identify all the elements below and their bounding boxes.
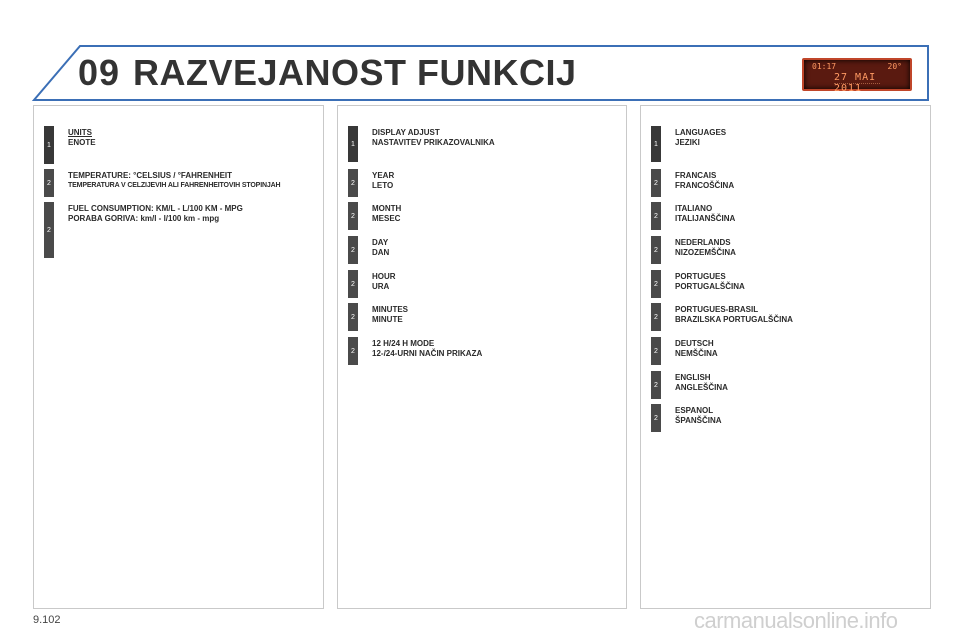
entry-line-1: PORTUGUES — [675, 272, 726, 281]
entry-line-2: LETO — [372, 181, 394, 190]
entry-line-2: ŠPANŠČINA — [675, 416, 722, 425]
entry-line-1: MINUTES — [372, 305, 408, 314]
level-marker: 1 — [44, 126, 54, 164]
menu-entry-text: ENGLISH ANGLEŠČINA — [675, 373, 728, 393]
entry-line-2: NEMŠČINA — [675, 349, 718, 358]
entry-line-1: PORTUGUES-BRASIL — [675, 305, 759, 314]
entry-line-1: 12 H/24 H MODE — [372, 339, 435, 348]
menu-entry-text: DEUTSCH NEMŠČINA — [675, 339, 718, 359]
level-marker: 1 — [651, 126, 661, 162]
entry-line-2: TEMPERATURA V CELZIJEVIH ALI FAHRENHEITO… — [68, 182, 281, 189]
menu-entry-text: HOUR URA — [372, 272, 396, 292]
entry-line-2: PORTUGALŠČINA — [675, 282, 745, 291]
entry-line-1: MONTH — [372, 204, 402, 213]
entry-line-1: HOUR — [372, 272, 396, 281]
entry-line-1: ENGLISH — [675, 373, 711, 382]
page-title: RAZVEJANOST FUNKCIJ — [133, 52, 577, 93]
menu-entry-text: DISPLAY ADJUST NASTAVITEV PRIKAZOVALNIKA — [372, 128, 495, 148]
display-temperature: 20° — [887, 62, 902, 71]
display-divider — [834, 83, 880, 85]
level-marker: 2 — [44, 169, 54, 197]
level-marker: 2 — [348, 169, 358, 197]
menu-entry-text: YEAR LETO — [372, 171, 394, 191]
entry-line-2: URA — [372, 282, 390, 291]
level-marker: 2 — [348, 337, 358, 365]
chapter-number: 09 — [78, 52, 121, 93]
entry-line-2: MINUTE — [372, 315, 403, 324]
entry-line-2: NIZOZEMŠČINA — [675, 248, 736, 257]
display-time: 01:17 — [812, 62, 837, 71]
entry-line-1: DAY — [372, 238, 389, 247]
level-marker: 2 — [651, 404, 661, 432]
entry-line-2: ITALIJANŠČINA — [675, 214, 736, 223]
menu-entry-text: ESPANOL ŠPANŠČINA — [675, 406, 722, 426]
entry-line-1: TEMPERATURE: °CELSIUS / °FAHRENHEIT — [68, 171, 233, 180]
level-marker: 2 — [651, 371, 661, 399]
level-marker: 2 — [651, 270, 661, 298]
level-marker: 2 — [651, 202, 661, 230]
entry-line-2: BRAZILSKA PORTUGALŠČINA — [675, 315, 793, 324]
level-marker: 2 — [348, 236, 358, 264]
menu-entry-text: UNITS ENOTE — [68, 128, 96, 148]
entry-line-1: YEAR — [372, 171, 395, 180]
menu-entry-text: FRANCAIS FRANCOŠČINA — [675, 171, 734, 191]
entry-line-1: ITALIANO — [675, 204, 713, 213]
level-marker: 2 — [651, 337, 661, 365]
menu-entry-text: MONTH MESEC — [372, 204, 401, 224]
entry-line-1: FRANCAIS — [675, 171, 717, 180]
entry-line-1: DEUTSCH — [675, 339, 714, 348]
entry-line-2: MESEC — [372, 214, 401, 223]
entry-line-1: UNITS — [68, 128, 92, 137]
entry-line-1: LANGUAGES — [675, 128, 727, 137]
menu-entry-text: ITALIANO ITALIJANŠČINA — [675, 204, 735, 224]
level-marker: 2 — [651, 236, 661, 264]
menu-column-languages: 1 LANGUAGES JEZIKI 2 FRANCAIS FRANCOŠČIN… — [640, 105, 931, 609]
menu-entry-text: LANGUAGES JEZIKI — [675, 128, 726, 148]
watermark: carmanualsonline.info — [694, 608, 898, 633]
multifunction-display-image: 01:17 20° 27 MAI 2011 — [802, 58, 912, 94]
page-number: 9.102 — [33, 614, 61, 626]
menu-entry-text: TEMPERATURE: °CELSIUS / °FAHRENHEIT TEMP… — [68, 171, 281, 191]
menu-entry-text: DAY DAN — [372, 238, 389, 258]
entry-line-1: FUEL CONSUMPTION: KM/L - L/100 KM - MPG — [68, 204, 243, 213]
display-date: 27 MAI 2011 — [834, 72, 877, 94]
entry-line-2: NASTAVITEV PRIKAZOVALNIKA — [372, 138, 495, 147]
menu-entry-text: 12 H/24 H MODE 12-/24-URNI NAČIN PRIKAZA — [372, 339, 482, 359]
entry-line-2: 12-/24-URNI NAČIN PRIKAZA — [372, 349, 483, 358]
level-marker: 2 — [348, 303, 358, 331]
entry-line-1: DISPLAY ADJUST — [372, 128, 440, 137]
entry-line-2: FRANCOŠČINA — [675, 181, 735, 190]
menu-entry-text: PORTUGUES PORTUGALŠČINA — [675, 272, 745, 292]
menu-entry-text: MINUTES MINUTE — [372, 305, 408, 325]
menu-entry-text: FUEL CONSUMPTION: KM/L - L/100 KM - MPG … — [68, 204, 243, 224]
header-banner-shape — [31, 45, 929, 101]
level-marker: 2 — [651, 303, 661, 331]
entry-line-2: JEZIKI — [675, 138, 700, 147]
level-marker: 2 — [44, 202, 54, 258]
level-marker: 2 — [348, 270, 358, 298]
entry-line-1: NEDERLANDS — [675, 238, 731, 247]
entry-line-1: ESPANOL — [675, 406, 714, 415]
menu-column-units: 1 UNITS ENOTE 2 TEMPERATURE: °CELSIUS / … — [33, 105, 324, 609]
entry-line-2: ENOTE — [68, 138, 96, 147]
level-marker: 2 — [348, 202, 358, 230]
menu-entry-text: PORTUGUES-BRASIL BRAZILSKA PORTUGALŠČINA — [675, 305, 793, 325]
menu-column-display-adjust: 1 DISPLAY ADJUST NASTAVITEV PRIKAZOVALNI… — [337, 105, 627, 609]
menu-entry-text: NEDERLANDS NIZOZEMŠČINA — [675, 238, 736, 258]
entry-line-2: PORABA GORIVA: km/l - l/100 km - mpg — [68, 214, 220, 223]
entry-line-2: ANGLEŠČINA — [675, 383, 728, 392]
header-banner — [0, 0, 960, 110]
entry-line-2: DAN — [372, 248, 390, 257]
level-marker: 2 — [651, 169, 661, 197]
level-marker: 1 — [348, 126, 358, 162]
